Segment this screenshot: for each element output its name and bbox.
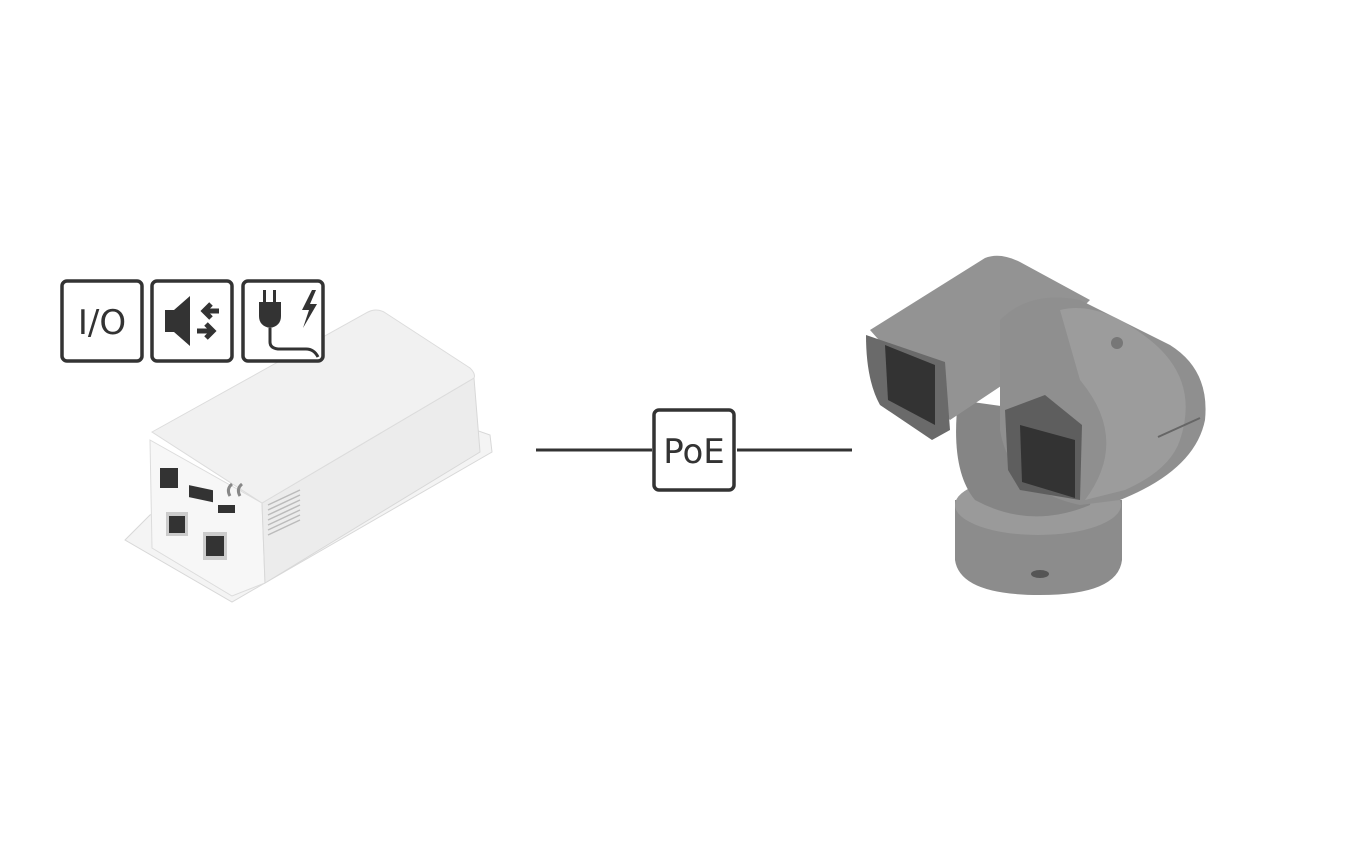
poe-label: PoE [663,432,725,472]
power-icon [241,279,325,363]
poe-connection: PoE [536,408,852,492]
midspan-device [124,309,493,603]
io-icon-label: I/O [78,303,126,343]
io-icon: I/O [60,279,144,363]
audio-icon [150,279,234,363]
ptz-camera [866,255,1206,595]
